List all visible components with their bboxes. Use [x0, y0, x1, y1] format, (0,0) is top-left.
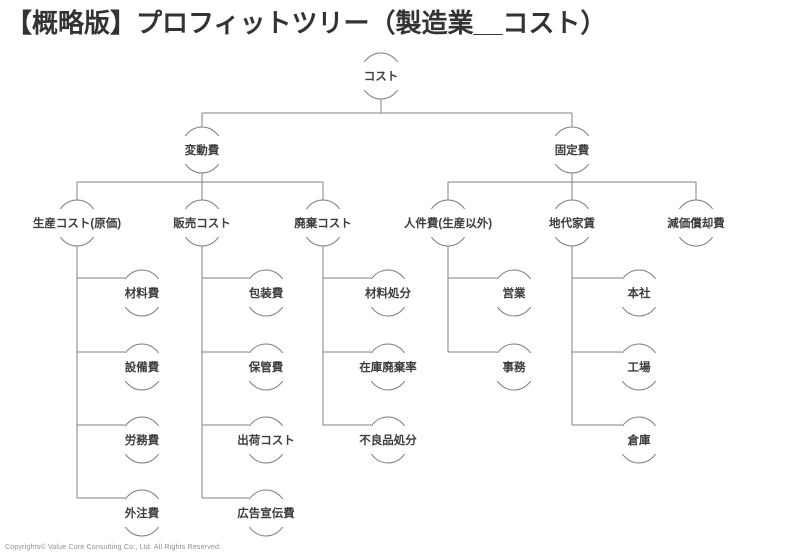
node-label-material-disposal: 材料処分 — [361, 279, 415, 307]
node-label-rent: 地代家賃 — [545, 209, 599, 237]
connector-root-children — [201, 99, 573, 127]
node-label-advertising-cost: 広告宣伝費 — [233, 499, 299, 527]
node-label-outsourcing-cost: 外注費 — [120, 499, 164, 527]
node-label-inventory-disposal-rate: 在庫廃棄率 — [355, 353, 421, 381]
node-label-sales-cost: 販売コスト — [169, 209, 235, 237]
node-label-packaging-cost: 包装費 — [244, 279, 288, 307]
connector-rent-leaves — [571, 246, 622, 426]
node-label-head-office: 本社 — [617, 279, 661, 307]
node-label-disposal-cost: 廃棄コスト — [290, 209, 356, 237]
connector-variable-children — [76, 173, 324, 200]
connector-lines — [76, 99, 697, 499]
connector-labor-cost-leaves — [447, 246, 497, 353]
node-label-factory: 工場 — [617, 353, 661, 381]
page-title: 【概略版】プロフィットツリー（製造業__コスト） — [6, 8, 607, 38]
connector-fixed-children — [447, 173, 697, 200]
node-label-defective-disposal: 不良品処分 — [355, 426, 421, 454]
node-label-storage-cost: 保管費 — [244, 353, 288, 381]
node-label-production-cost: 生産コスト(原価) — [28, 209, 126, 237]
node-label-materials-cost: 材料費 — [120, 279, 164, 307]
node-label-warehouse: 倉庫 — [617, 426, 661, 454]
node-label-labor-cost: 労務費 — [120, 426, 164, 454]
connector-sales-cost-leaves — [201, 246, 249, 499]
node-label-shipping-cost: 出荷コスト — [233, 426, 299, 454]
connector-disposal-cost-leaves — [322, 246, 371, 426]
node-label-depreciation: 減価償却費 — [663, 209, 729, 237]
node-label-fixed-costs: 固定費 — [550, 136, 594, 164]
node-label-cost: コスト — [359, 62, 403, 90]
connector-production-cost-leaves — [76, 246, 125, 499]
node-label-labor-cost-nonproduction: 人件費(生産以外) — [399, 209, 497, 237]
node-label-variable-costs: 変動費 — [180, 136, 224, 164]
node-label-equipment-cost: 設備費 — [120, 353, 164, 381]
node-label-sales-dept: 営業 — [492, 279, 536, 307]
node-label-office-dept: 事務 — [492, 353, 536, 381]
copyright-note: Copyrights© Value Core Consulting Co., L… — [5, 544, 222, 551]
